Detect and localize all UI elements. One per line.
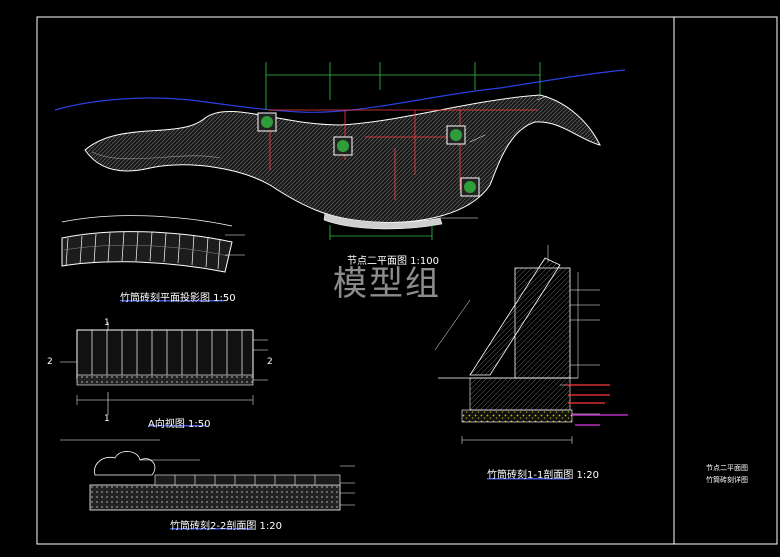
title-block-line-2: 竹筒砖刻详图	[706, 476, 748, 484]
cut-marker-1-bottom: 1	[104, 414, 110, 424]
title-block-line-1: 节点二平面图	[706, 464, 748, 472]
leader-lines	[440, 95, 548, 219]
planter-4	[460, 177, 480, 197]
plan-view	[54, 62, 626, 240]
projection-view	[61, 215, 245, 273]
gravel-foundation	[461, 409, 573, 423]
inclined-slab	[469, 257, 561, 376]
section-tubes	[174, 475, 316, 485]
cut-marker-2-right: 2	[267, 357, 273, 367]
cut-marker-1-top: 1	[104, 318, 110, 328]
projection-top-arc	[61, 215, 233, 227]
blue-boundary-line	[54, 69, 626, 113]
elevation-dimension-chain	[76, 395, 254, 405]
paving-inner-edge	[91, 151, 221, 160]
bamboo-tubes	[91, 330, 243, 375]
color-notes	[565, 384, 628, 426]
section-1-1	[434, 245, 600, 444]
elevation-outline	[76, 329, 254, 381]
planter-3	[446, 125, 466, 145]
section-2-2-title: 竹筒砖刻2-2剖面图 1:20	[170, 521, 282, 532]
bench-band	[323, 212, 443, 230]
plan-title: 节点二平面图 1:100	[347, 256, 439, 267]
projection-band	[61, 231, 233, 273]
section-2-2	[60, 439, 355, 511]
planter-2	[333, 136, 353, 156]
section-1-1-dims	[461, 436, 573, 444]
elevation-title: A向视图 1:50	[148, 419, 211, 430]
projection-title: 竹筒砖刻平面投影图 1:50	[120, 293, 236, 304]
watermark: 模型组	[333, 264, 441, 304]
outer-border	[36, 16, 778, 545]
elevation-view	[60, 322, 268, 415]
section-1-1-title: 竹筒砖刻1-1剖面图 1:20	[487, 470, 599, 481]
cut-marker-2-left: 2	[47, 357, 53, 367]
green-dimensions	[265, 62, 541, 240]
elevation-base-gravel	[76, 374, 254, 386]
section-1-1-leaders	[560, 289, 600, 415]
shrub	[94, 451, 156, 476]
planter-1	[257, 112, 277, 132]
paved-area	[84, 94, 601, 223]
section-base	[89, 484, 341, 511]
